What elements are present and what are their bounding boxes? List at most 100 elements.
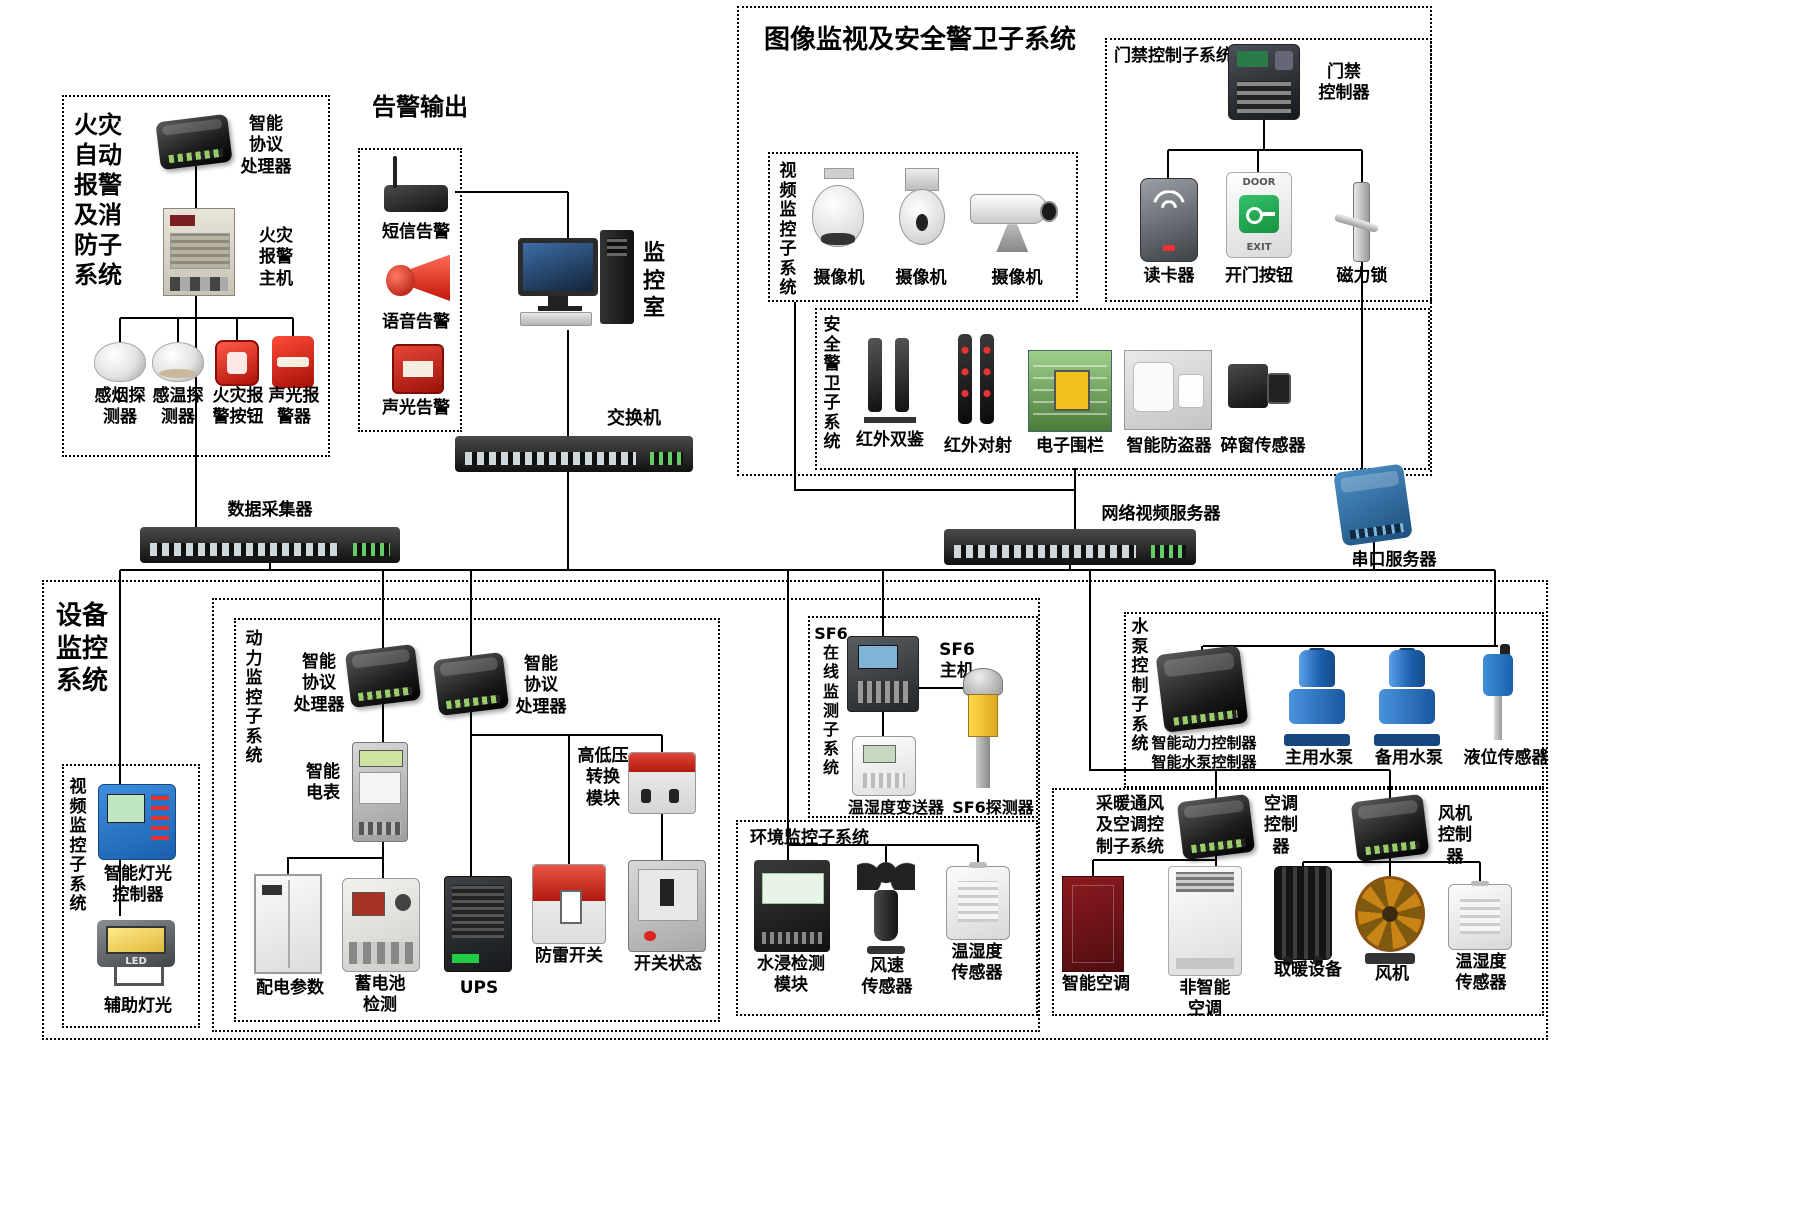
pump-motor xyxy=(1388,649,1426,688)
nvs-image xyxy=(944,529,1196,565)
water-module-image xyxy=(754,860,830,952)
card-reader-image xyxy=(1140,178,1198,262)
camera2-label: 摄像机 xyxy=(895,268,947,288)
smoke-detector-label: 感烟探 测器 xyxy=(94,386,146,428)
sf6-detector-label: SF6探测器 xyxy=(952,798,1034,817)
video-subsystem-title: 视 频 监 控 子 系 统 xyxy=(779,161,797,299)
pump-controller-label: 智能动力控制器 智能水泵控制器 xyxy=(1151,734,1257,771)
camera1-label: 摄像机 xyxy=(813,268,865,288)
equipment-system-title: 设备 监控 系统 xyxy=(55,601,108,696)
wind-sensor-image xyxy=(852,862,920,954)
th-transmitter-label: 温湿度变送器 xyxy=(847,798,944,817)
fire-sounder-label: 声光报 警器 xyxy=(268,386,320,428)
power-proc1-image xyxy=(344,643,422,709)
power-proc2-label: 智能 协议 处理器 xyxy=(515,654,567,717)
door-open-button-label: 开门按钮 xyxy=(1225,266,1293,286)
fan-controller-label: 风机 控制器 xyxy=(1438,804,1472,867)
led-text: LED xyxy=(125,955,147,967)
dome-camera-image xyxy=(806,168,870,264)
detector-pole xyxy=(895,338,910,412)
sensor-base xyxy=(866,945,906,954)
window-break-sensor-label: 碎窗传感器 xyxy=(1220,436,1306,456)
camera-body xyxy=(970,193,1048,225)
ir-beam-label: 红外对射 xyxy=(944,436,1012,456)
power-proc2-image xyxy=(432,651,510,717)
fire-alarm-button-image xyxy=(215,340,259,386)
serial-server-image xyxy=(1333,463,1413,547)
temp-detector-image xyxy=(152,342,204,382)
hvac-subsystem-title: 采暖通风 及空调控 制子系统 xyxy=(1096,794,1164,857)
pump-motor xyxy=(1298,649,1336,688)
pump-subsystem-title: 水 泵 控 制 子 系 统 xyxy=(1131,617,1149,755)
ac-controller-image xyxy=(1176,793,1256,861)
fire-alarm-host-image xyxy=(163,208,235,296)
window-break-sensor-image xyxy=(1222,350,1294,426)
dist-cabinet-image xyxy=(254,874,322,974)
breaker-button xyxy=(644,931,656,942)
switch-status-label: 开关状态 xyxy=(634,954,702,974)
detector-pole xyxy=(868,338,883,412)
wifi-arc-inner xyxy=(1161,200,1177,208)
meter-panel xyxy=(359,772,401,804)
fire-protocol-processor-image xyxy=(155,113,233,171)
switch-label: 交换机 xyxy=(607,408,661,429)
monitor-stand xyxy=(548,296,568,306)
ac-controller-label: 空调 控制器 xyxy=(1264,794,1298,857)
smoke-detector-image xyxy=(94,342,146,382)
smart-ac-image xyxy=(1062,876,1124,972)
plain-ac-image xyxy=(1168,866,1242,976)
hv-module-image xyxy=(628,752,696,814)
monitor-image xyxy=(518,238,598,296)
ir-beam-detector-image xyxy=(948,334,1006,430)
hv-module-label: 高低压 转换 模块 xyxy=(577,746,629,809)
panel-slots xyxy=(169,276,229,291)
fire-sounder-image xyxy=(272,336,314,388)
fire-alarm-host-label: 火灾 报警 主机 xyxy=(259,226,293,289)
magnetic-lock-label: 磁力锁 xyxy=(1336,266,1388,286)
data-collector-label: 数据采集器 xyxy=(227,500,313,520)
switch-status-image xyxy=(628,860,706,952)
switch-image xyxy=(455,436,693,472)
plain-ac-label: 非智能 空调 xyxy=(1179,978,1231,1020)
beam-tower xyxy=(980,334,995,425)
pump-body xyxy=(1289,689,1345,725)
detector-dome xyxy=(963,668,1003,697)
tester-knob xyxy=(394,893,412,912)
soundlight-alarm-image xyxy=(392,344,444,394)
access-controller-image xyxy=(1228,44,1300,120)
fire-alarm-button-label: 火灾报 警按钮 xyxy=(212,386,264,428)
serial-server-label: 串口服务器 xyxy=(1351,550,1437,570)
battery-tester-label: 蓄电池 检测 xyxy=(354,974,406,1016)
key-icon xyxy=(1238,194,1280,234)
sms-alarm-label: 短信告警 xyxy=(382,222,450,242)
main-pump-image xyxy=(1284,648,1350,746)
light-face xyxy=(105,925,167,955)
fan-image xyxy=(1348,876,1432,964)
aux-light-label: 辅助灯光 xyxy=(104,996,172,1016)
fan-controller-image xyxy=(1350,793,1430,863)
antitheft-label: 智能防盗器 xyxy=(1126,436,1212,456)
data-collector-image xyxy=(140,527,400,563)
th-sensor-image xyxy=(946,861,1010,940)
battery-tester-image xyxy=(342,878,420,972)
light-controller-image xyxy=(98,784,176,860)
camera-mount xyxy=(905,168,939,192)
alarm-output-title: 告警输出 xyxy=(372,93,468,121)
card-reader-label: 读卡器 xyxy=(1143,266,1195,286)
nvs-label: 网络视频服务器 xyxy=(1101,504,1221,524)
soundlight-alarm-label: 声光告警 xyxy=(382,398,450,418)
voice-alarm-label: 语音告警 xyxy=(382,312,450,332)
guard-subsystem-title: 安 全 警 卫 子 系 统 xyxy=(823,315,841,453)
access-controller-label: 门禁 控制器 xyxy=(1318,62,1370,104)
keyboard-image xyxy=(520,312,592,326)
sf6-detector-image xyxy=(954,668,1012,796)
heater-image xyxy=(1274,866,1332,966)
heater-label: 取暖设备 xyxy=(1274,960,1342,980)
ir-dual-label: 红外双鉴 xyxy=(856,430,924,450)
beam-tower xyxy=(958,334,973,425)
smart-ac-label: 智能空调 xyxy=(1062,974,1130,994)
fire-protocol-processor-label: 智能 协议 处理器 xyxy=(240,114,292,177)
light-controller-label: 智能灯光 控制器 xyxy=(104,864,172,906)
dist-cabinet-label: 配电参数 xyxy=(256,978,324,998)
power-proc1-label: 智能 协议 处理器 xyxy=(293,652,345,715)
